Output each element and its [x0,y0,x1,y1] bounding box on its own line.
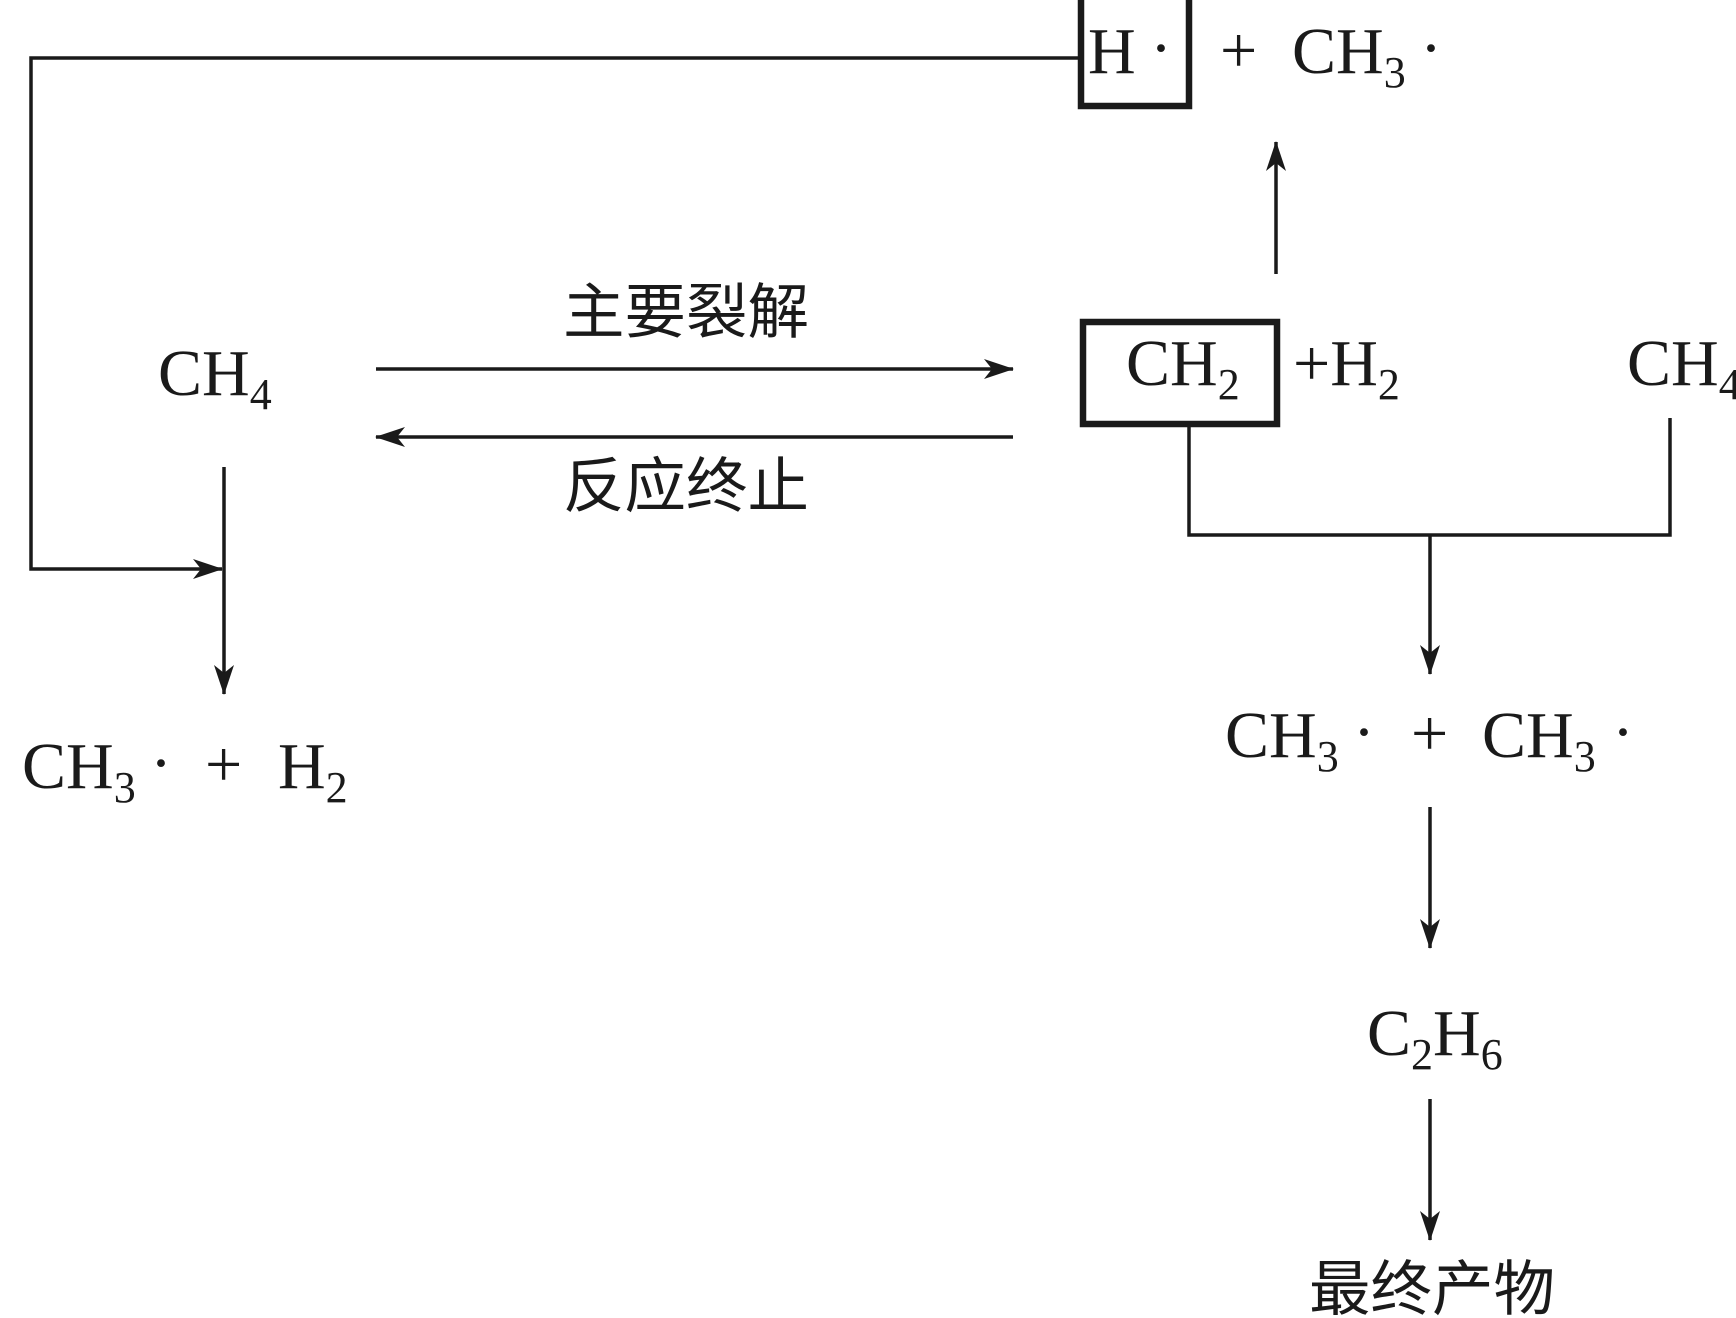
feedback-line [29,56,1080,579]
right-radicals-dot-b: · [1612,696,1634,769]
top-ch3-dot: · [1420,12,1442,85]
left-product-h2: H2 [278,730,348,812]
right-radicals-plus: + [1411,697,1448,770]
right-radicals-dot-a: · [1353,696,1375,769]
backward-label: 反应终止 [563,452,809,522]
h-radical: H [1088,15,1136,88]
merge-bracket [1187,418,1672,537]
ch4-right: CH4 [1627,327,1736,409]
h-radical-box [1077,0,1193,110]
ch2-plus-h2: +H2 [1293,327,1400,409]
ch4-left: CH4 [158,337,272,419]
ch2-carbene: CH2 [1126,327,1240,409]
left-product-plus: + [205,728,242,801]
left-product-ch3: CH3 [22,730,136,812]
ch2-box [1079,318,1281,428]
left-product-dot: · [150,727,172,800]
h-radical-dot: · [1150,12,1172,85]
forward-label: 主要裂解 [563,278,809,348]
right-radicals-ch3-b: CH3 [1482,699,1596,781]
top-plus-sign: + [1220,14,1257,87]
c2h6: C2H6 [1367,997,1503,1079]
right-radicals-ch3-a: CH3 [1225,699,1339,781]
top-ch3-radical: CH3 [1292,15,1406,97]
final-product-label: 最终产物 [1309,1255,1555,1318]
